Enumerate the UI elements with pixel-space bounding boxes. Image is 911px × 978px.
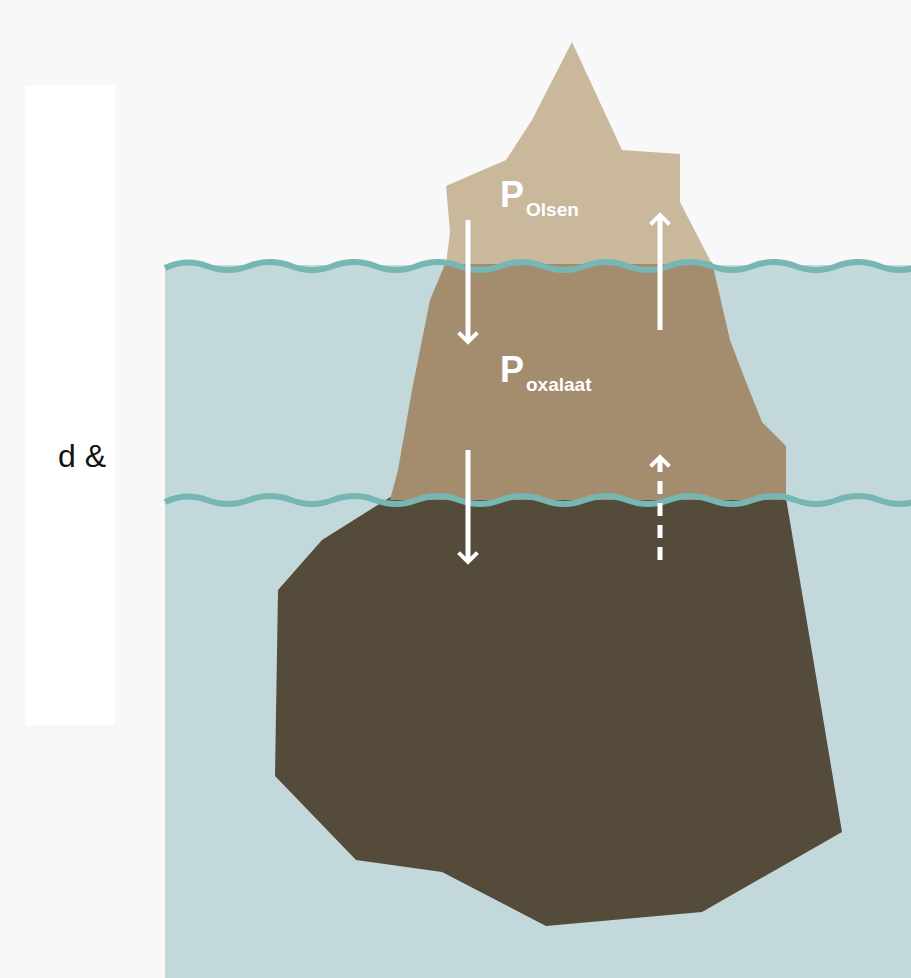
side-panel (25, 85, 115, 725)
flow-arrow (466, 450, 471, 562)
cut-off-text: d & (58, 437, 106, 475)
iceberg-top (446, 42, 712, 264)
iceberg-middle (390, 262, 786, 500)
phosphorus-fraction: oxalaat (526, 374, 591, 396)
iceberg-layer: POlsen (455, 175, 675, 225)
flow-arrow (466, 220, 471, 342)
waterline (165, 262, 911, 270)
iceberg-layer: Poxalaat (455, 350, 675, 425)
iceberg-bottom (275, 496, 842, 926)
waterline (165, 496, 911, 504)
phosphorus-fraction: Olsen (526, 199, 579, 221)
phosphorus-symbol: P (500, 350, 524, 390)
flow-arrow-dashed (658, 457, 663, 560)
flow-arrow (658, 215, 663, 330)
phosphorus-symbol: P (500, 175, 524, 215)
